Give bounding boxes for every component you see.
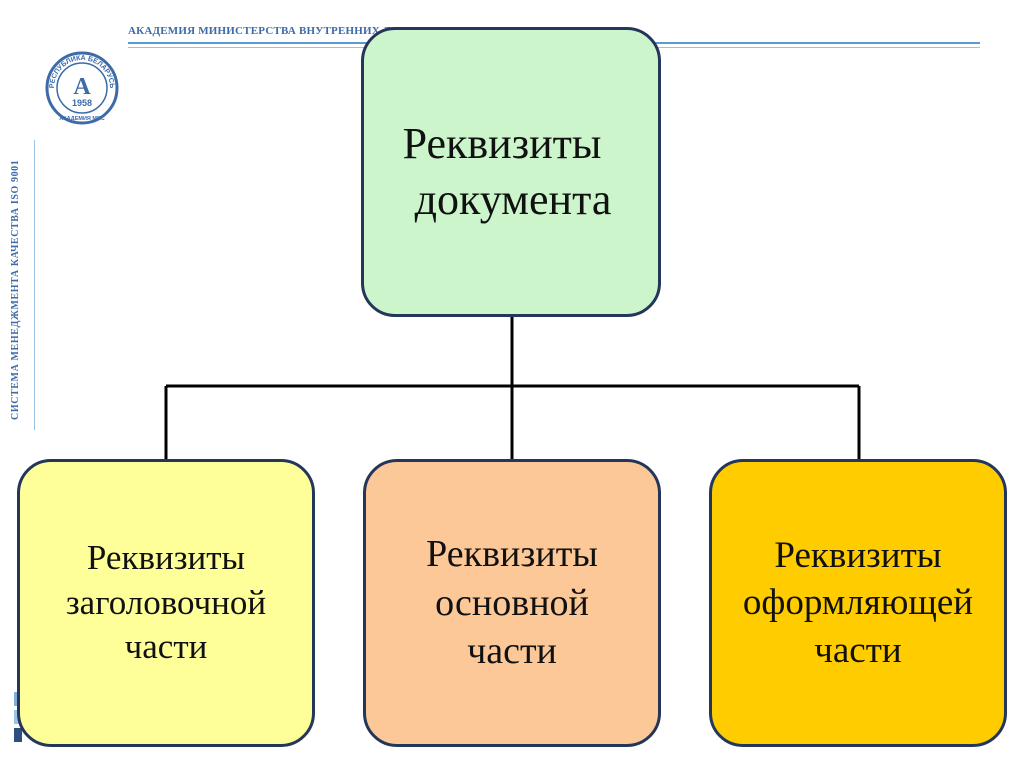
root-node-line-2: документа xyxy=(414,175,612,224)
logo-letter: А xyxy=(73,74,91,100)
root-node-line-1: Реквизиты xyxy=(402,118,602,168)
child-node-line: оформляющей xyxy=(742,582,974,624)
child-node-line: основной xyxy=(435,581,589,624)
logo-bottom-text: АКАДЕМИЯ МВС xyxy=(59,116,104,122)
child-node-line: части xyxy=(814,629,902,671)
sidebar-divider xyxy=(34,140,35,430)
child-node-header-part: Реквизиты заголовочной части xyxy=(17,459,315,747)
academy-logo-icon: РЕСПУБЛИКА БЕЛАРУСЬ А 1958 АКАДЕМИЯ МВС xyxy=(45,51,119,125)
child-node-line: части xyxy=(467,630,557,673)
child-node-line: Реквизиты xyxy=(426,533,598,576)
child-node-line: части xyxy=(124,627,208,667)
child-node-line: Реквизиты xyxy=(774,534,942,576)
child-node-line: заголовочной xyxy=(65,582,267,622)
header-title: АКАДЕМИЯ МИНИСТЕРСТВА ВНУТРЕННИХ Д xyxy=(128,25,391,37)
logo-year: 1958 xyxy=(72,98,92,108)
child-node-formatting-part: Реквизиты оформляющей части xyxy=(709,459,1007,747)
root-node-document-requisites: Реквизиты документа xyxy=(361,27,661,317)
child-node-main-part: Реквизиты основной части xyxy=(363,459,661,747)
child-node-line: Реквизиты xyxy=(86,537,246,577)
